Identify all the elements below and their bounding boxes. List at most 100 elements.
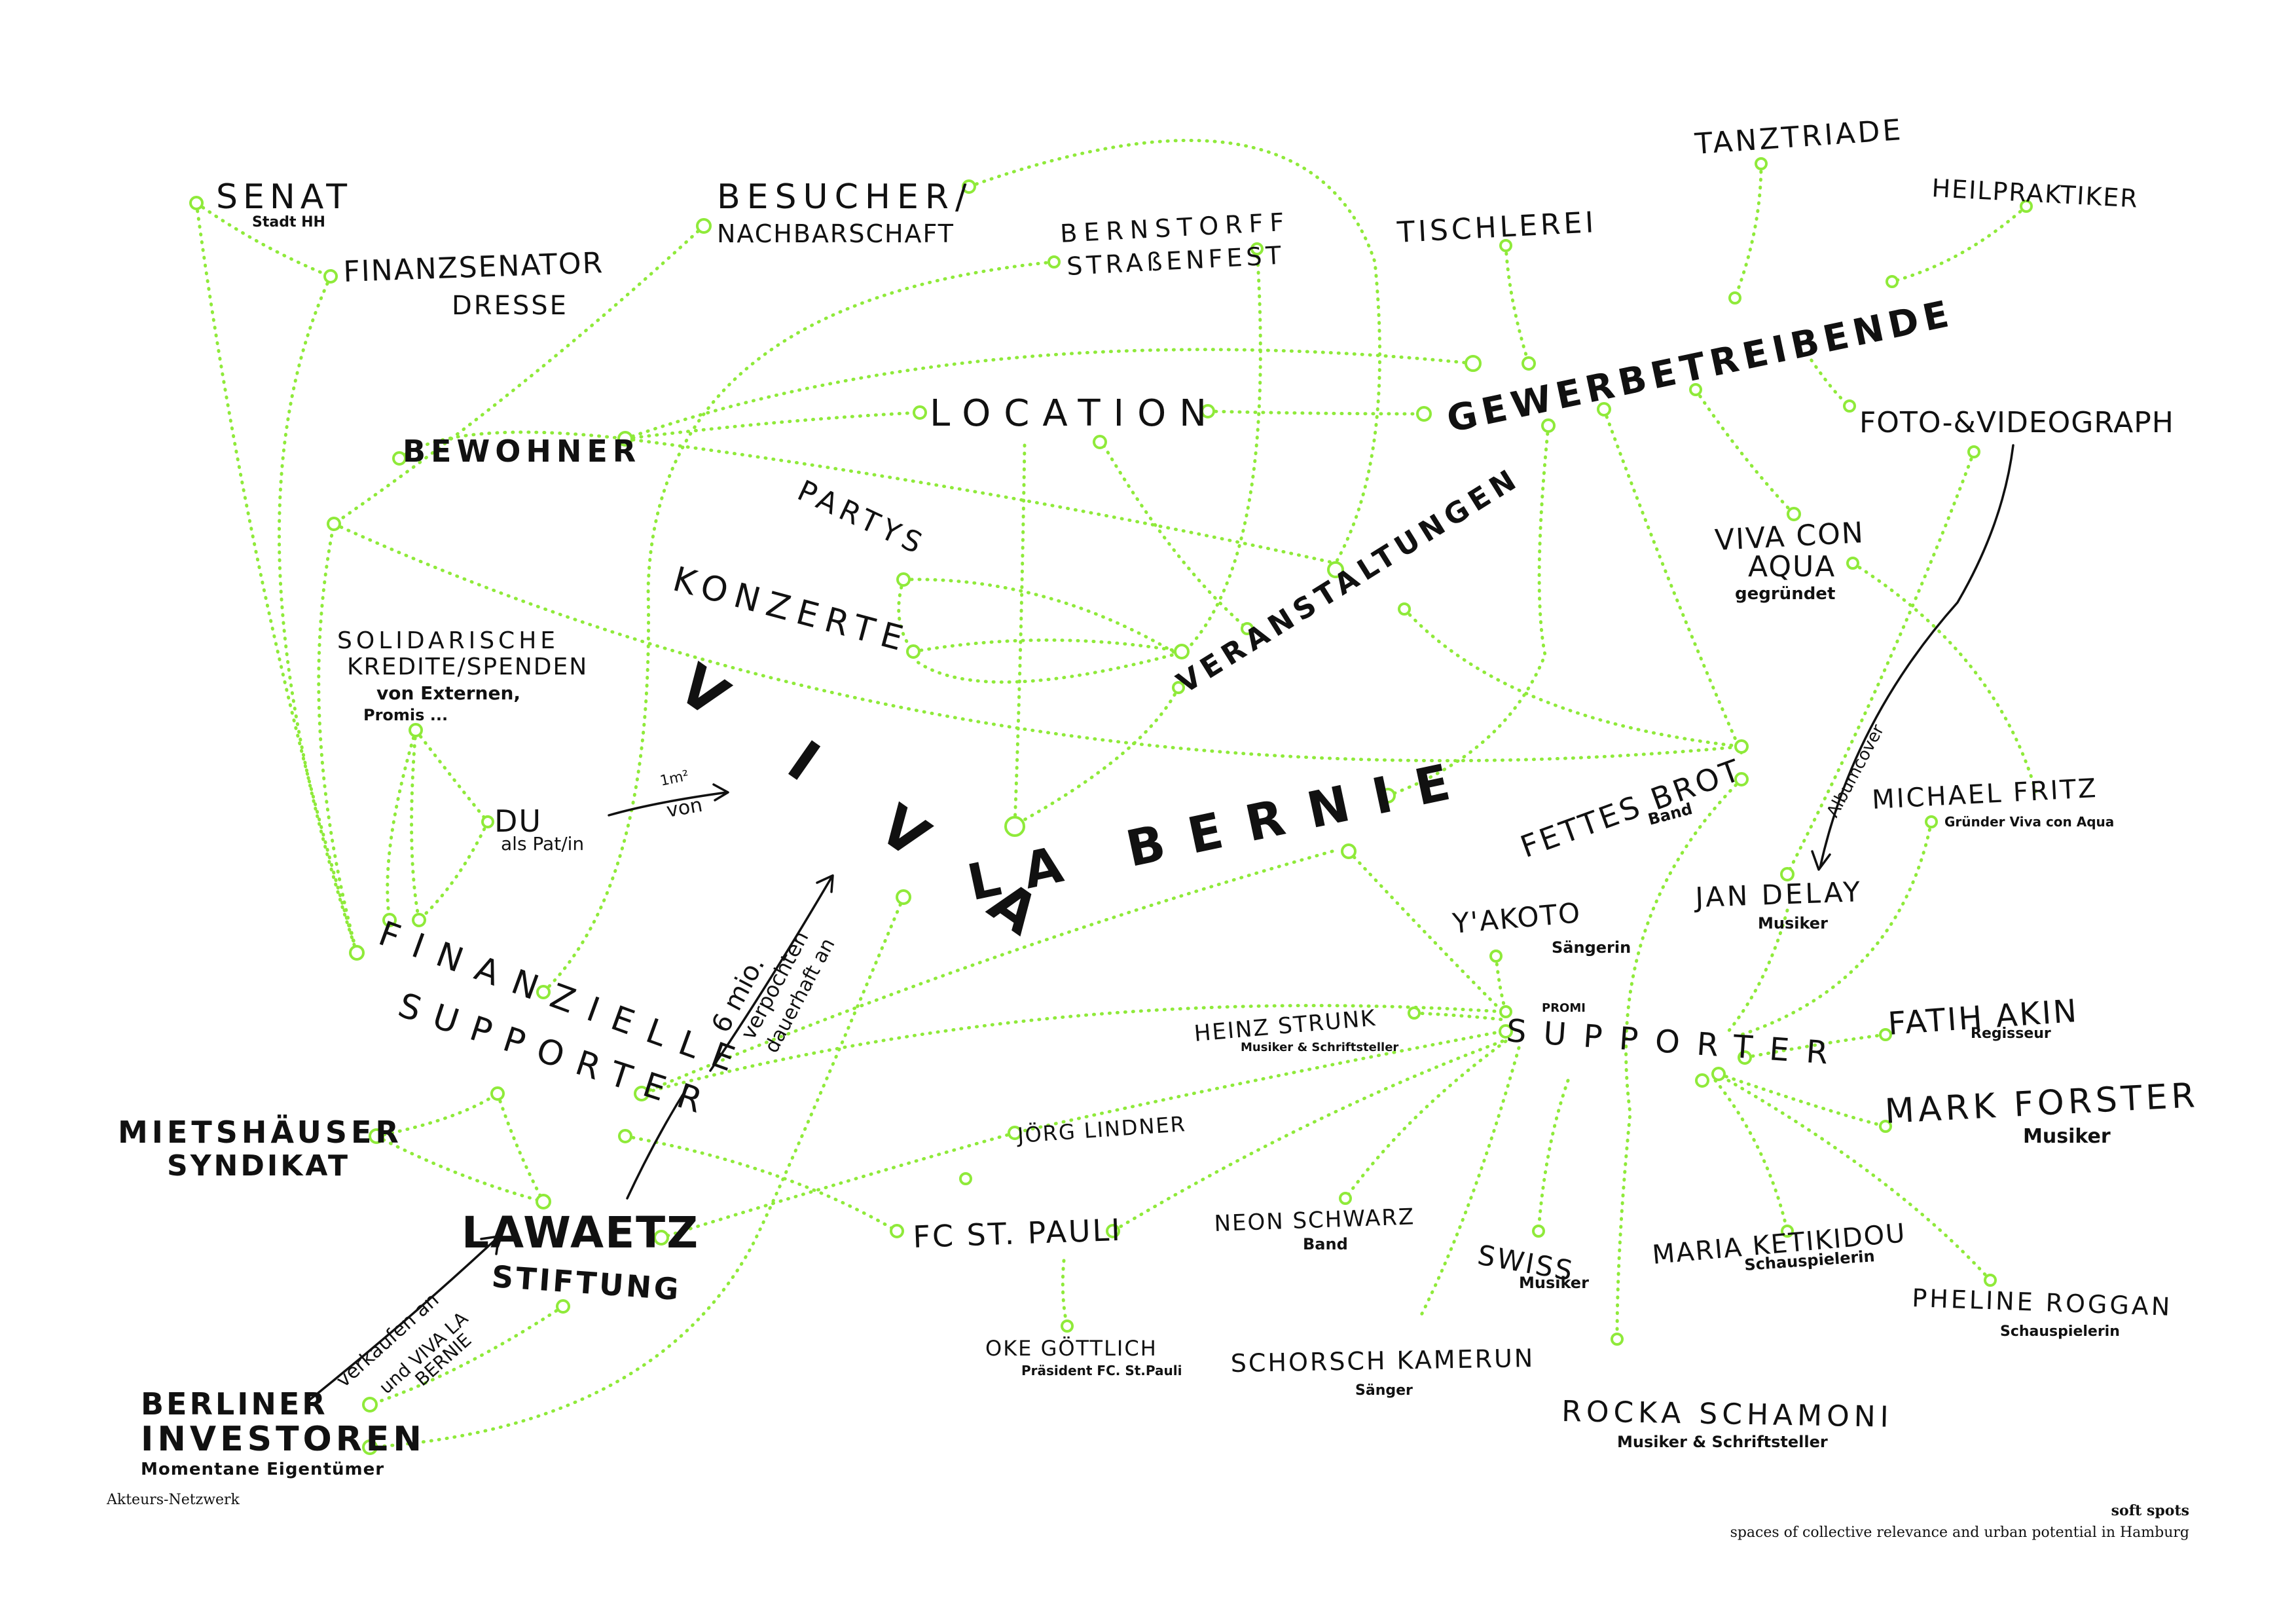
node-40 — [1734, 772, 1749, 786]
label-schorsch: SCHORSCH KAMERUN — [1230, 1344, 1535, 1378]
node-72 — [653, 1230, 669, 1246]
label-rocka-sub: Musiker & Schriftsteller — [1617, 1433, 1828, 1451]
node-7 — [1499, 239, 1512, 252]
label-neon-sub: Band — [1303, 1235, 1348, 1253]
node-38 — [896, 889, 911, 905]
label-besucher: BESUCHER/ — [717, 177, 974, 217]
node-75 — [362, 1439, 378, 1455]
link-bernstorff-konzerte — [915, 247, 1262, 684]
arrow-6mio — [709, 874, 834, 1072]
link-supporter-pheline — [1726, 1079, 1992, 1282]
link-vivaconaqua-michael — [1851, 561, 2038, 794]
node-24 — [327, 517, 341, 531]
link-mark-supporter — [1717, 1072, 1887, 1128]
link-tanztriade-gewerbe — [1733, 162, 1763, 300]
node-49 — [1695, 1073, 1709, 1088]
label-viva: V I V A — [666, 652, 1079, 968]
arrow-du-viva — [608, 783, 729, 817]
connections — [194, 138, 2038, 1449]
link-supporter-fcstpauli — [1111, 1039, 1504, 1233]
label-promi: PROMI — [1542, 1001, 1586, 1015]
labels: SENAT Stadt HH FINANZSENATOR DRESSE BESU… — [118, 113, 2200, 1479]
link-bewohner-veranstaltungen — [623, 437, 1338, 565]
node-31 — [1241, 622, 1254, 635]
label-qm: 1m² — [659, 767, 690, 790]
node-48 — [1711, 1067, 1726, 1081]
link-bewohner-location — [623, 411, 922, 441]
label-mark-sub: Musiker — [2023, 1125, 2111, 1148]
node-25 — [913, 405, 927, 420]
node-39 — [1734, 739, 1749, 754]
node-6 — [1250, 242, 1264, 255]
node-18 — [1843, 399, 1856, 413]
node-9 — [2020, 200, 2033, 213]
arrow-investoren — [306, 1235, 500, 1403]
node-1 — [189, 196, 204, 210]
link-fatih-supporter — [1743, 1033, 1887, 1060]
link-location-vivalabernie — [1013, 443, 1027, 827]
link-veranst-fettes — [1402, 607, 1743, 748]
label-oke: OKE GÖTTLICH — [985, 1336, 1157, 1361]
label-joerg: JÖRG LINDNER — [1015, 1111, 1187, 1148]
arrow-foto-jandelay — [1811, 444, 2014, 871]
link-supporter-swiss — [1537, 1079, 1570, 1233]
link-bewohner-gewerbe — [623, 348, 1475, 441]
label-vivaconaqua: VIVA CON — [1714, 516, 1865, 557]
label-jandelay-sub: Musiker — [1758, 914, 1828, 932]
label-von-externen: von Externen, — [376, 682, 520, 704]
node-61 — [349, 945, 365, 961]
footer-brand: soft spots — [2111, 1502, 2189, 1519]
node-63 — [412, 913, 426, 927]
node-44 — [1408, 1006, 1421, 1020]
link-location-veranstaltungen — [1098, 437, 1249, 631]
label-du: DU — [494, 803, 542, 839]
label-senat-sub: Stadt HH — [252, 214, 325, 231]
link-supporter-maria — [1713, 1079, 1789, 1233]
node-62 — [382, 913, 397, 927]
node-73 — [556, 1299, 570, 1314]
link-solidarische-finanzielle — [410, 728, 421, 922]
node-43 — [1489, 950, 1503, 963]
node-8 — [1755, 157, 1768, 170]
label-berliner: BERLINER — [141, 1386, 328, 1422]
footer-caption: Akteurs-Netzwerk — [107, 1492, 240, 1508]
link-fettes-supporter — [1615, 777, 1743, 1341]
link-senat-finanzielle — [194, 201, 359, 955]
node-16 — [1597, 402, 1611, 416]
link-partys-konzerte — [897, 578, 915, 654]
node-41 — [1925, 815, 1938, 828]
node-2 — [323, 269, 338, 284]
link-supporter-neon — [1343, 1039, 1508, 1200]
label-labernie: LA BERNIE — [962, 748, 1479, 912]
node-70 — [369, 1128, 384, 1144]
link-supporter-schorsch — [1419, 1046, 1521, 1318]
label-oke-sub: Präsident FC. St.Pauli — [1021, 1363, 1182, 1378]
node-27 — [1093, 435, 1107, 449]
label-jandelay: JAN DELAY — [1693, 876, 1863, 913]
label-investoren-sub: Momentane Eigentümer — [141, 1460, 384, 1479]
node-54 — [1532, 1225, 1545, 1238]
link-yakoto-supporter — [1494, 954, 1508, 1014]
node-36 — [1380, 788, 1396, 803]
node-35 — [1004, 816, 1025, 837]
node-32 — [1174, 644, 1190, 659]
node-33 — [1172, 681, 1185, 694]
link-bewohner-besucher — [397, 430, 627, 460]
node-59 — [890, 1224, 904, 1238]
label-yakoto: Y'AKOTO — [1451, 896, 1582, 940]
label-fcstpauli: FC ST. PAULI — [912, 1212, 1122, 1255]
node-19 — [1967, 445, 1980, 458]
label-du-sub: als Pat/in — [501, 833, 584, 855]
label-besucher-2: NACHBARSCHAFT — [717, 219, 955, 248]
link-finanzielle-fcstpauli — [623, 1134, 899, 1233]
label-fettes: FETTES BROT — [1516, 752, 1747, 864]
label-rocka: ROCKA SCHAMONI — [1561, 1395, 1893, 1434]
node-21 — [1846, 557, 1859, 570]
node-53 — [1984, 1274, 1997, 1287]
node-17 — [1689, 383, 1702, 396]
node-15 — [1541, 418, 1556, 433]
node-74 — [362, 1397, 378, 1412]
label-vivaconaqua-2: AQUA — [1748, 550, 1836, 583]
node-52 — [1781, 1225, 1794, 1238]
